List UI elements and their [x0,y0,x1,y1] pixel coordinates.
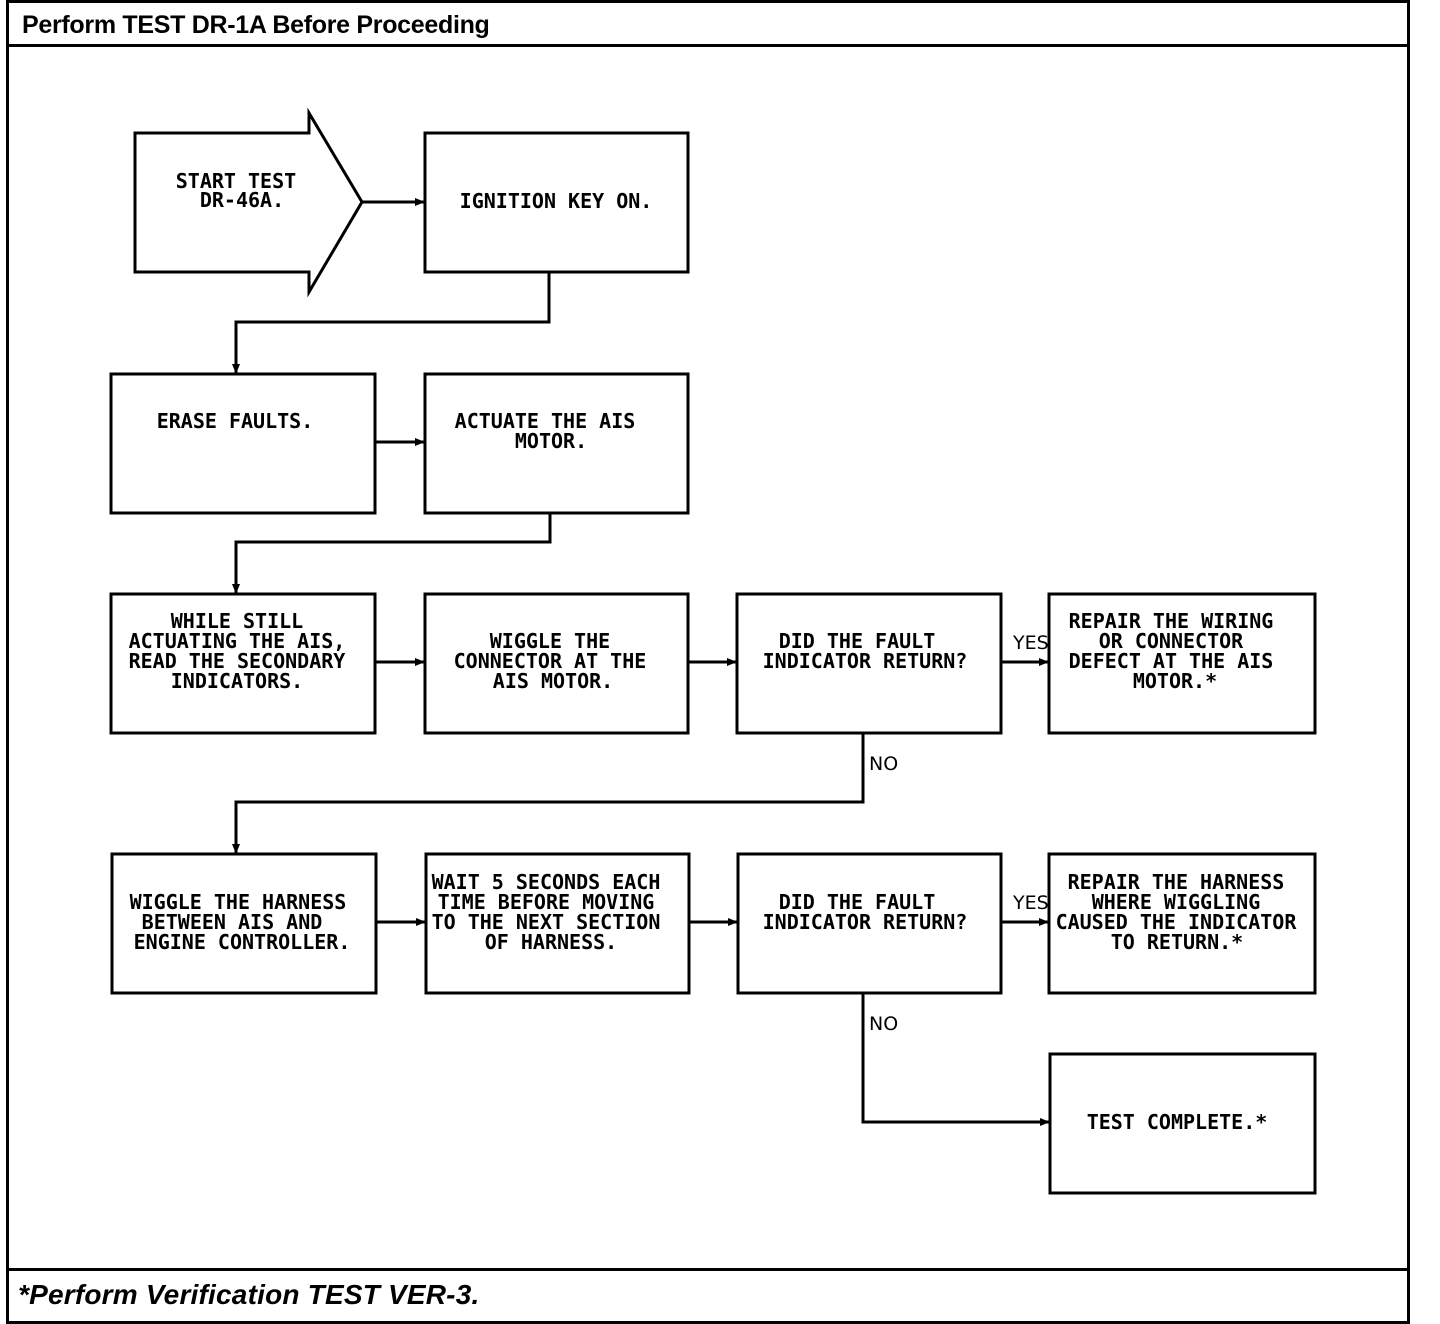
decision-1-text-line: DID THE FAULT [779,629,936,653]
connector-decision-1-no [232,733,865,854]
yes-label-2: YES [1012,892,1049,914]
decision-1-text-line: INDICATOR RETURN? [763,649,968,673]
actuate-ais-text-line: MOTOR. [515,429,587,453]
while-still-text-line: INDICATORS. [171,669,303,693]
connector-actuate-to-while [232,513,552,594]
repair-harness-text-line: TO RETURN.* [1111,930,1243,954]
no-label-1: NO [869,753,898,775]
wait-text-line: WAIT 5 SECONDS EACH [432,870,661,894]
wiggle-connector-text-line: AIS MOTOR. [493,669,613,693]
while-still-text: WHILE STILL ACTUATING THE AIS, READ THE … [129,609,358,693]
start-text-line: START TEST [176,169,296,193]
wait-box [424,852,691,995]
actuate-ais-text: ACTUATE THE AIS MOTOR. [455,409,648,453]
repair-wiring-text-line: DEFECT AT THE AIS [1069,649,1274,673]
repair-harness-text: REPAIR THE HARNESS WHERE WIGGLING CAUSED… [1056,870,1309,954]
ignition-text-line: IGNITION KEY ON. [460,189,653,213]
page-frame [6,0,1410,1324]
while-still-text-line: READ THE SECONDARY [129,649,346,673]
repair-wiring-text-line: REPAIR THE WIRING [1069,609,1274,633]
erase-faults-text-line: ERASE FAULTS. [157,409,314,433]
repair-harness-text-line: REPAIR THE HARNESS [1068,870,1285,894]
wiggle-harness-text: WIGGLE THE HARNESS BETWEEN AIS AND ENGIN… [130,890,359,954]
start-text-line: DR-46A. [200,188,284,212]
repair-harness-box [1047,852,1317,995]
repair-wiring-text-line: MOTOR.* [1133,669,1217,693]
wiggle-connector-box [423,592,690,735]
decision-1-text: DID THE FAULT INDICATOR RETURN? [763,629,968,673]
while-still-text-line: WHILE STILL [171,609,303,633]
wiggle-harness-text-line: ENGINE CONTROLLER. [134,930,351,954]
decision-box-2 [736,852,1003,995]
no-label-2: NO [869,1013,898,1035]
wiggle-connector-text-line: CONNECTOR AT THE [454,649,647,673]
decision-2-text: DID THE FAULT INDICATOR RETURN? [763,890,968,934]
start-text: START TEST DR-46A. [176,169,308,212]
footer-divider [6,1268,1407,1271]
test-complete-text: TEST COMPLETE.* [1087,1110,1268,1134]
wiggle-harness-box [110,852,378,995]
decision-box-1 [735,592,1003,735]
wiggle-connector-text-line: WIGGLE THE [490,629,610,653]
wait-text-line: TO THE NEXT SECTION [432,910,661,934]
while-still-text-line: ACTUATING THE AIS, [129,629,346,653]
ignition-box [423,131,690,274]
start-arrow-shape [133,107,364,298]
wait-text-line: TIME BEFORE MOVING [438,890,655,914]
wiggle-harness-text-line: WIGGLE THE HARNESS [130,890,347,914]
ignition-text: IGNITION KEY ON. [460,189,653,213]
repair-wiring-text: REPAIR THE WIRING OR CONNECTOR DEFECT AT… [1069,609,1286,693]
wiggle-connector-text: WIGGLE THE CONNECTOR AT THE AIS MOTOR. [454,629,659,693]
wiggle-harness-text-line: BETWEEN AIS AND [142,910,323,934]
connector-ignition-to-erase [232,272,551,374]
actuate-ais-text-line: ACTUATE THE AIS [455,409,636,433]
header-title: Perform TEST DR-1A Before Proceeding [22,11,490,39]
header-bar: Perform TEST DR-1A Before Proceeding [6,3,1407,47]
wait-text: WAIT 5 SECONDS EACH TIME BEFORE MOVING T… [432,870,673,954]
test-complete-box [1048,1052,1317,1195]
test-complete-text-line: TEST COMPLETE.* [1087,1110,1268,1134]
repair-wiring-text-line: OR CONNECTOR [1099,629,1244,653]
footer-note: *Perform Verification TEST VER-3. [18,1279,480,1310]
wait-text-line: OF HARNESS. [485,930,617,954]
repair-wiring-box [1047,592,1317,735]
erase-faults-box [109,372,377,515]
repair-harness-text-line: WHERE WIGGLING [1092,890,1261,914]
repair-harness-text-line: CAUSED THE INDICATOR [1056,910,1298,934]
decision-2-text-line: INDICATOR RETURN? [763,910,968,934]
decision-2-text-line: DID THE FAULT [779,890,936,914]
connector-decision-2-no [861,993,1050,1126]
yes-label-1: YES [1012,632,1049,654]
actuate-ais-box [423,372,690,515]
erase-faults-text: ERASE FAULTS. [157,409,314,433]
